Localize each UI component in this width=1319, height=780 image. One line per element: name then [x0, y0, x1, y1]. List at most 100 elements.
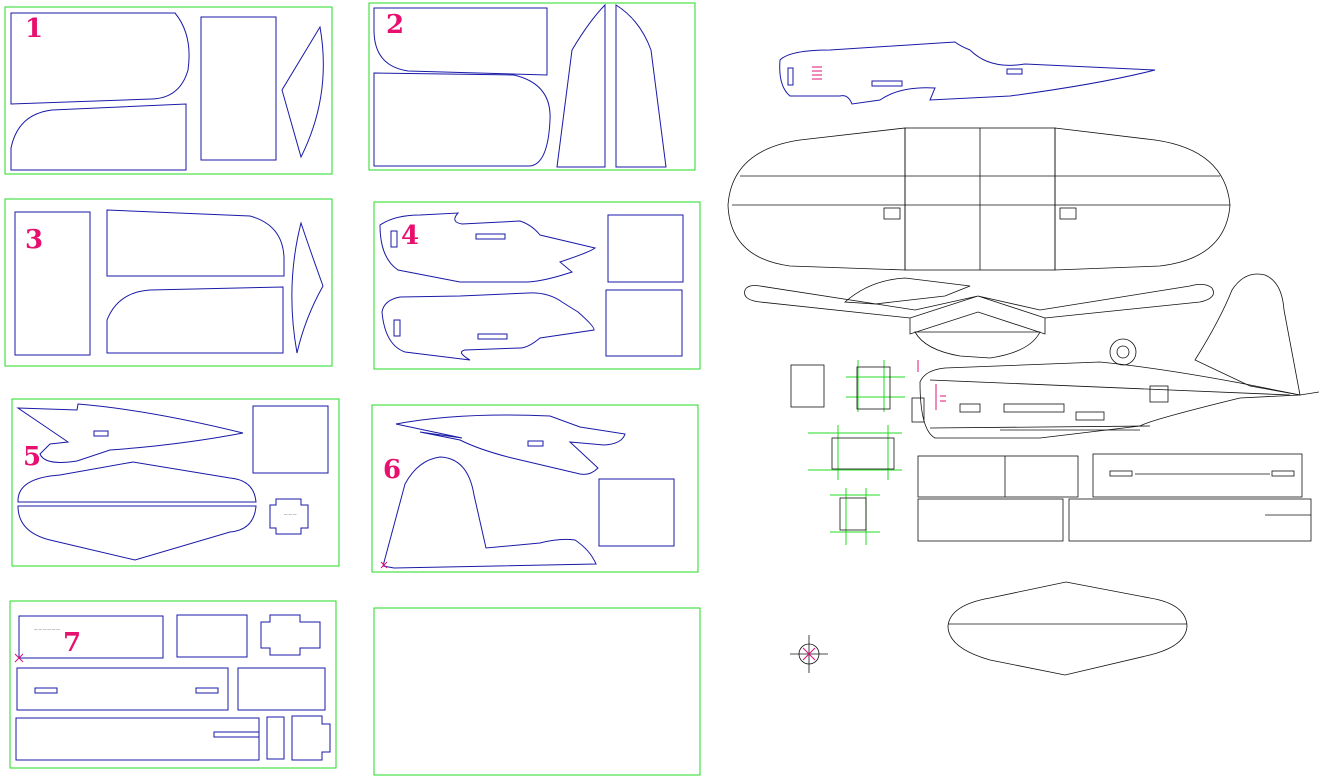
plan-former-c	[831, 437, 895, 470]
plan-tail-rod	[1299, 391, 1319, 396]
sheet-7-strip-e	[15, 717, 260, 761]
plan-strip-2	[1092, 453, 1303, 498]
plan-firewall	[911, 397, 925, 423]
registration-crosshair-icon	[790, 635, 828, 673]
plan-strip-2-slot-b	[1271, 470, 1295, 477]
plan-wing-rib-lower	[914, 331, 1041, 359]
sheet-1-border	[4, 6, 333, 175]
sheet-7-slot-right	[195, 687, 219, 694]
sheet-4-slot-c	[393, 319, 401, 337]
sheet-7-slot-left	[34, 687, 58, 694]
sheet-4-fuselage-side-top	[379, 212, 597, 283]
sheet-7-former-small	[291, 715, 331, 761]
plan-canopy-ring	[1109, 338, 1137, 366]
cut-mark-icon	[380, 561, 388, 569]
sheet-1-number: 1	[25, 14, 43, 44]
sheet-5-former-note: — — —	[284, 512, 297, 516]
sheet-6-border	[371, 404, 699, 573]
sheet-7: — — — — — — 7	[9, 600, 337, 769]
sheet-6: 6	[371, 404, 699, 573]
plan-fuselage-line-1	[929, 379, 1291, 396]
sheet-2-fin-right	[615, 4, 667, 168]
plan-tailplane	[947, 581, 1188, 676]
sheet-6-fin-rudder	[382, 456, 597, 569]
sheet-4-slot-d	[477, 333, 508, 340]
sheet-5-small-former	[269, 498, 309, 535]
plan-internal-box-1	[959, 403, 981, 413]
plan-former-guides	[808, 360, 905, 545]
sheet-4-fuselage-side-bottom	[381, 292, 595, 361]
sheet-5: — — — 5	[11, 398, 340, 567]
assembly-plan	[727, 41, 1319, 676]
sheet-2-wing-top-panel	[373, 7, 548, 76]
plan-top-slot-c	[1006, 68, 1023, 75]
plan-canopy-ring-inner	[1116, 345, 1130, 359]
plan-wing-front-view	[744, 284, 1214, 335]
plan-wing-rib-upper	[844, 277, 971, 305]
plan-fin-side-view	[1194, 273, 1301, 396]
plan-top-slot-a	[787, 67, 794, 86]
plan-strip-2-slot-a	[1109, 470, 1133, 477]
sheet-7-strip-e-slot	[213, 731, 260, 738]
sheet-3-rib-lens	[291, 221, 324, 354]
sheet-3-border	[4, 198, 333, 367]
sheet-5-square	[252, 405, 329, 474]
sheet-7-strip-f	[266, 716, 285, 760]
sheet-4-square-bottom	[605, 289, 683, 357]
sheet-2-wing-bottom-panel	[373, 72, 551, 167]
sheet-3-wing-bottom-panel	[106, 286, 284, 354]
sheet-1-wing-bottom-panel	[10, 103, 187, 171]
sheet-5-tailplane-top	[17, 461, 257, 503]
sheet-7-strip-b	[176, 614, 248, 658]
plan-internal-box-2	[1003, 403, 1065, 413]
plan-main-wing	[727, 127, 1231, 271]
sheet-7-number: 7	[63, 628, 81, 658]
sheet-5-fuselage-half	[16, 403, 244, 463]
sheet-7-strip-c	[16, 667, 229, 711]
sheet-6-fuselage-half	[395, 414, 626, 475]
sheet-6-square	[598, 478, 675, 547]
sheet-1-rib-lens	[281, 25, 324, 159]
plan-former-b	[856, 366, 891, 410]
sheet-3-left-panel	[14, 211, 91, 356]
plan-former-a	[790, 364, 825, 408]
plan-strip-4	[1068, 498, 1312, 542]
sheet-1: 1	[4, 6, 333, 175]
plan-fuselage-top-view	[779, 41, 1156, 105]
sheet-3-number: 3	[25, 225, 43, 255]
plan-top-marks	[812, 66, 822, 80]
plan-wing-servo-right	[1059, 207, 1077, 220]
plan-strip-1	[917, 455, 1079, 498]
sheet-8-border	[373, 607, 701, 776]
sheet-4-border	[373, 201, 701, 370]
sheet-2: 2	[368, 2, 696, 171]
plan-former-d	[839, 497, 867, 531]
sheet-5-tailplane-bottom	[17, 505, 257, 561]
plan-fuselage-line-2	[929, 425, 1151, 429]
sheet-7-strip-d	[237, 667, 326, 711]
sheet-2-number: 2	[386, 10, 404, 40]
sheet-5-border	[11, 398, 340, 567]
sheet-7-former	[260, 614, 321, 656]
sheet-7-border	[9, 600, 337, 769]
sheet-8	[373, 607, 701, 776]
sheet-5-slot	[93, 430, 109, 437]
sheet-4-number: 4	[401, 221, 419, 251]
sheet-2-border	[368, 2, 696, 171]
sheet-1-center-panel	[200, 16, 277, 161]
plan-strip-3	[917, 498, 1064, 542]
plan-internal-box-4	[1149, 385, 1169, 403]
sheet-4-slot-b	[475, 233, 506, 240]
plan-internal-box-3	[1075, 411, 1105, 421]
sheet-7-strip-a-note: — — — — — —	[34, 627, 60, 631]
sheet-6-slot	[527, 440, 544, 447]
sheet-2-fin-left	[556, 3, 606, 168]
sheet-6-number: 6	[383, 455, 401, 485]
sheet-4: 4	[373, 201, 701, 370]
sheet-3: 3	[4, 198, 333, 367]
sheet-7-strip-a	[18, 615, 164, 659]
sheet-3-wing-top-panel	[106, 209, 285, 277]
plan-top-slot-b	[871, 80, 903, 87]
cut-mark-icon	[14, 653, 24, 663]
